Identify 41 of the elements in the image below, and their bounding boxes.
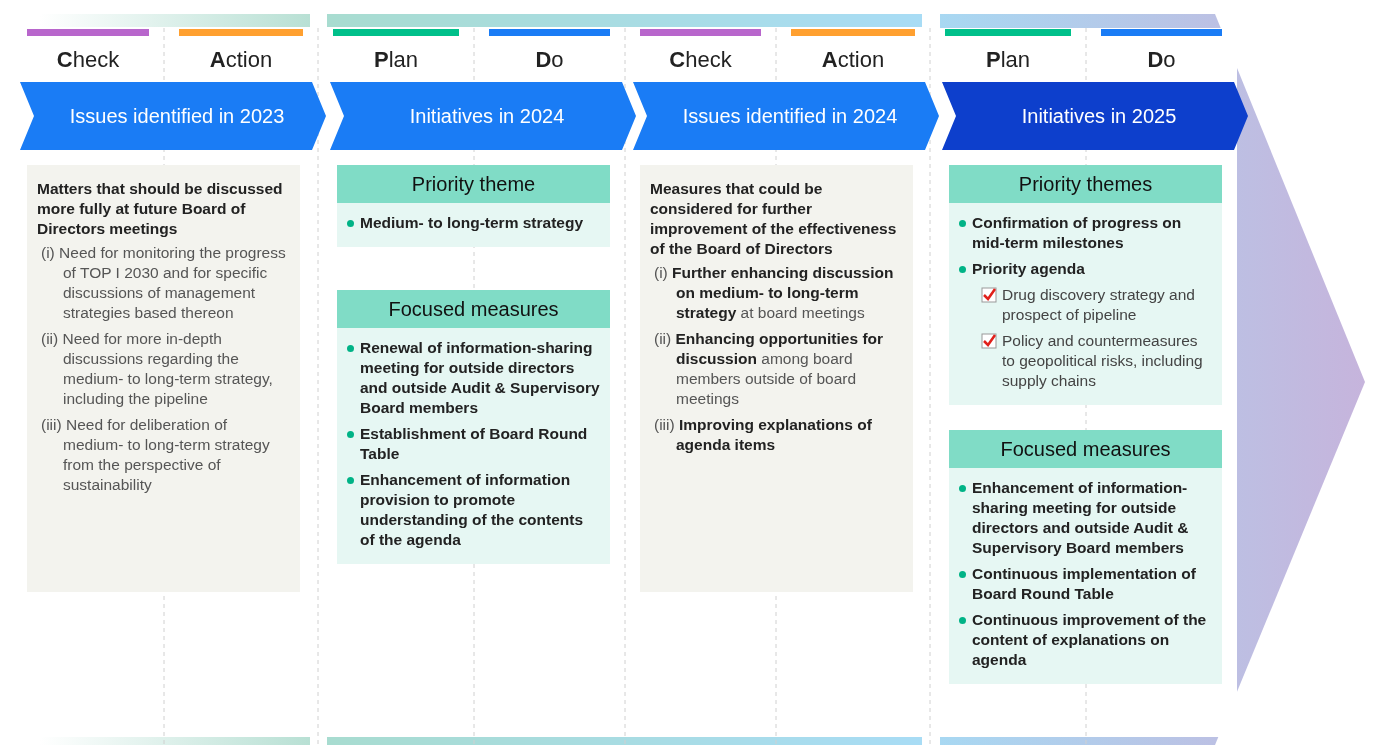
bullet-item: Establishment of Board Round Table (360, 424, 589, 464)
bullet-item: Enhancement of information-sharing meeting for outside directors and outside Audit & Supervisory Board members (972, 478, 1190, 558)
numbered-item: (iii) Improving explanations of agenda items (653, 415, 873, 455)
band-heading: Focused measures (337, 290, 610, 328)
content-panel (337, 165, 610, 247)
numbered-item: (i) Need for monitoring the progress of TOP I 2030 and for specific discussions of management strategies based thereon (40, 243, 287, 323)
chevron-label: Issues identified in 2023 (68, 104, 285, 129)
band-heading: Priority themes (949, 165, 1222, 203)
content-panel (27, 165, 300, 592)
numbered-item: (i) Further enhancing discussion on medium- to long-term strategy at board meetings (653, 263, 895, 323)
bullet-item: Confirmation of progress on mid-term milestones (972, 213, 1183, 253)
content-panel (640, 165, 913, 592)
checklist-item: Drug discovery strategy and prospect of pipeline (1002, 285, 1196, 325)
box-heading: Matters that should be discussed more fully at future Board of Directors meetings (37, 179, 284, 239)
content-panel (949, 430, 1222, 684)
phase-label: Check (668, 46, 733, 74)
bullet-item: Renewal of information-sharing meeting for outside directors and outside Audit & Supervisory Board members (360, 338, 600, 418)
content-panel (949, 165, 1222, 405)
phase-label: Plan (984, 46, 1031, 74)
chevron-label: Initiatives in 2024 (408, 104, 565, 129)
numbered-item: (ii) Need for more in-depth discussions regarding the medium- to long-term strategy, including the pipeline (40, 329, 274, 409)
phase-label: Check (55, 46, 121, 74)
chevron-label: Initiatives in 2025 (1020, 104, 1177, 129)
numbered-item: (iii) Need for deliberation of medium- to long-term strategy from the perspective of sustainability (40, 415, 271, 495)
chevron-label: Issues identified in 2024 (681, 104, 898, 129)
bullet-item: Enhancement of information provision to promote understanding of the contents of the agenda (360, 470, 585, 550)
phase-label: Plan (372, 46, 419, 74)
numbered-item: (ii) Enhancing opportunities for discussion among board members outside of board meetings (653, 329, 885, 409)
phase-label: Action (208, 46, 274, 74)
bullet-item: Medium- to long-term strategy (360, 213, 584, 233)
content-panel (337, 290, 610, 564)
bullet-item: Continuous improvement of the content of explanations on agenda (972, 610, 1208, 670)
band-heading: Focused measures (949, 430, 1222, 468)
bullet-item: Priority agenda (972, 259, 1085, 279)
box-heading: Measures that could be considered for further improvement of the effectiveness of the Board of Directors (650, 179, 898, 259)
phase-label: Action (820, 46, 886, 74)
phase-label: Do (1146, 46, 1177, 74)
bullet-item: Continuous implementation of Board Round Table (972, 564, 1197, 604)
band-heading: Priority theme (337, 165, 610, 203)
checklist-item: Policy and countermeasures to geopolitical risks, including supply chains (1002, 331, 1204, 391)
phase-label: Do (534, 46, 565, 74)
